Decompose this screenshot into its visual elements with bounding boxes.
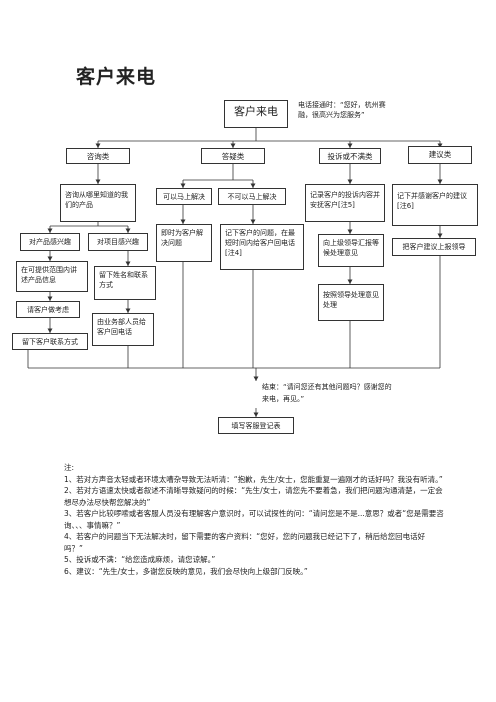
fill-form-node: 填写客服登记表 <box>218 417 294 434</box>
note-item: 3、若客户比较啰嗦或者客服人员没有理解客户意识时，可以试探性的问：“请问您是不是… <box>64 509 444 530</box>
product-interest-node: 对产品感兴趣 <box>20 233 80 251</box>
category-complaint-label: 投诉或不满类 <box>327 152 373 161</box>
greeting-note: 电话接通时：“您好，杭州赛融，很高兴为您服务” <box>298 101 386 119</box>
explain-product-node: 在可提供范围内讲述产品信息 <box>16 261 88 292</box>
record-complaint-node: 记录客户的投诉内容并安抚客户[注5] <box>305 184 385 222</box>
note-item: 1、若对方声音太轻或者环境太嘈杂导致无法听清：“抱歉，先生/女士，您能重复一遍刚… <box>64 474 443 484</box>
category-suggestion-label: 建议类 <box>428 150 452 159</box>
category-consult: 咨询类 <box>66 148 130 164</box>
report-suggestion-node: 把客户建议上报领导 <box>392 238 476 256</box>
leave-name-node: 留下姓名和联系方式 <box>94 266 156 300</box>
category-doubt: 答疑类 <box>201 148 265 164</box>
record-suggestion-node: 记下并感谢客户的建议[注6] <box>392 184 478 226</box>
root-node: 客户来电 <box>224 100 288 128</box>
note-item: 2、若对方语速太快或者叙述不清晰导致疑问的时候：“先生/女士，请您先不要着急，我… <box>64 486 443 507</box>
project-interest-node: 对项目感兴趣 <box>88 233 148 251</box>
category-suggestion: 建议类 <box>408 146 472 164</box>
record-question-node: 记下客户的问题，在最短时间内给客户回电话[注4] <box>220 224 304 270</box>
callback-node: 由业务部人员给客户回电话 <box>92 313 154 346</box>
category-consult-label: 咨询类 <box>86 152 110 161</box>
solvable-node: 可以马上解决 <box>156 188 212 205</box>
notes-heading: 注: <box>64 463 75 472</box>
handle-by-leader-node: 按照领导处理意见处理 <box>318 284 384 321</box>
note-item: 4、若客户的问题当下无法解决时，留下需要的客户资料：“您好，您的问题我已经记下了… <box>64 532 426 553</box>
solve-now-node: 即时为客户解决问题 <box>156 224 212 262</box>
report-leader-node: 向上级领导汇报等候处理意见 <box>318 234 384 267</box>
category-doubt-label: 答疑类 <box>221 152 245 161</box>
leave-contact-node: 留下客户联系方式 <box>12 333 88 350</box>
consider-node: 请客户做考虑 <box>16 301 80 318</box>
unsolvable-node: 不可以马上解决 <box>218 188 286 205</box>
note-item: 5、投诉或不满：“给您造成麻烦，请您谅解。” <box>64 555 216 564</box>
closing-note: 结束：“请问您还有其他问题吗？感谢您的来电，再见。” <box>262 383 392 403</box>
root-label: 客户来电 <box>234 105 278 118</box>
category-complaint: 投诉或不满类 <box>319 148 381 164</box>
note-item: 6、建议：“先生/女士，多谢您反映的意见，我们会尽快向上级部门反映。” <box>64 566 308 576</box>
page-title: 客户来电 <box>76 66 157 88</box>
consult-source-node: 咨询从哪里知道的我们的产品 <box>60 184 136 222</box>
notes-section: 注: 1、若对方声音太轻或者环境太嘈杂导致无法听清：“抱歉，先生/女士，您能重复… <box>64 462 444 577</box>
